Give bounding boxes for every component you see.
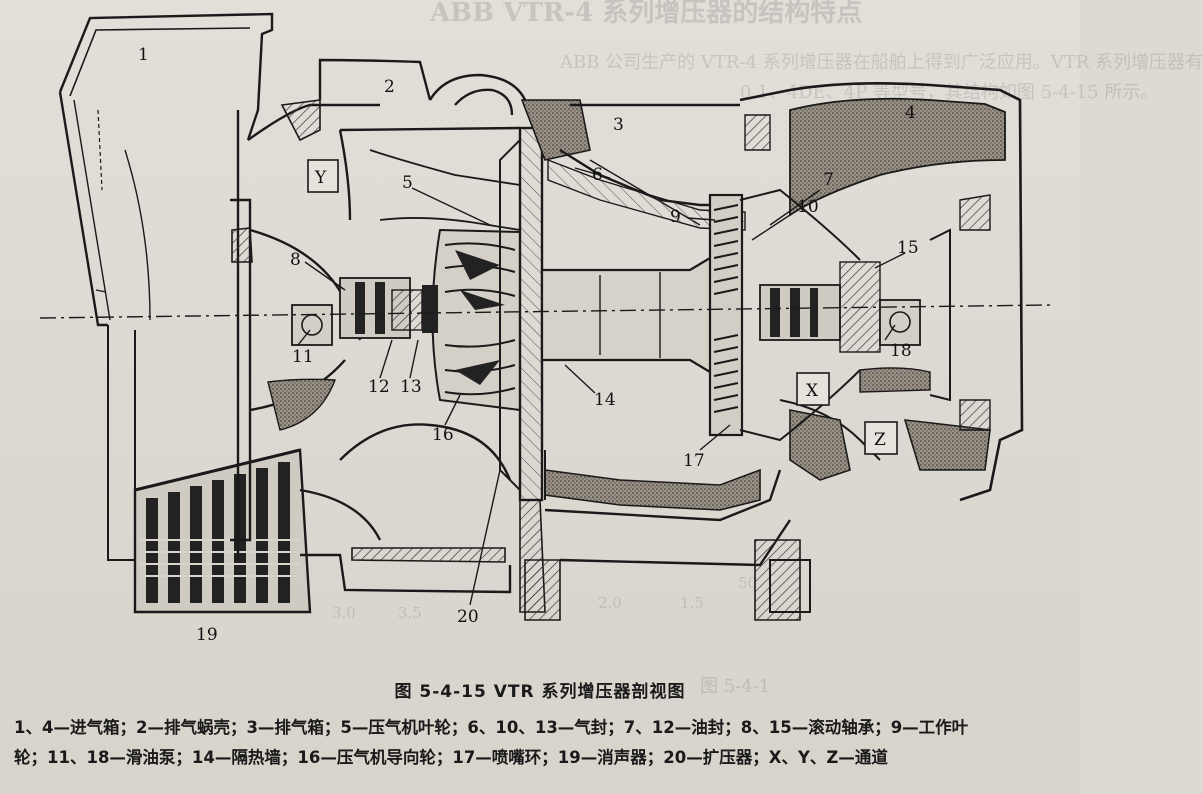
channel-z: Z (864, 421, 898, 455)
label-11: 11 (292, 347, 314, 367)
insulation-wall-14 (544, 450, 761, 511)
label-10: 10 (797, 197, 819, 217)
channel-x: X (796, 372, 830, 406)
channel-x-label: X (806, 381, 819, 401)
rotor-centerline (39, 304, 1051, 319)
turbine-disc (499, 99, 591, 502)
label-17: 17 (683, 451, 705, 471)
figure-caption: 图 5-4-15 VTR 系列增压器剖视图 (394, 682, 686, 702)
label-6: 6 (592, 165, 603, 185)
label-3: 3 (613, 115, 624, 135)
compressor-wheel-5 (431, 228, 521, 412)
part-labels: 1 2 3 4 5 6 7 8 9 10 11 12 13 14 15 16 1… (138, 45, 919, 645)
legend-line-2: 轮；11、18—滑油泵；14—隔热墙；16—压气机导向轮；17—喷嘴环；19—消… (14, 748, 888, 767)
figure-legend: 1、4—进气箱；2—排气蜗壳；3—排气箱；5—压气机叶轮；6、10、13—气封；… (14, 713, 1064, 773)
oil-pump-11 (291, 304, 333, 346)
label-5: 5 (402, 173, 413, 193)
label-16: 16 (432, 425, 454, 445)
casing-walls-left (231, 99, 561, 621)
label-13: 13 (400, 377, 422, 397)
label-20: 20 (457, 607, 479, 627)
legend-line-1: 1、4—进气箱；2—排气蜗壳；3—排气箱；5—压气机叶轮；6、10、13—气封；… (14, 718, 969, 737)
oil-sump-left (267, 378, 336, 431)
label-12: 12 (368, 377, 390, 397)
turbocharger-cross-section: 1 2 3 4 5 6 7 8 9 10 11 12 13 14 15 16 1… (39, 12, 1051, 645)
turbine-blades-9 (708, 193, 744, 437)
bearing-8 (339, 277, 438, 339)
silencer-19 (133, 330, 312, 614)
exhaust-volute-2 (318, 58, 530, 231)
intake-box-1 (58, 12, 274, 561)
label-8: 8 (290, 250, 301, 270)
channel-z-label: Z (874, 430, 886, 450)
insulation-top (547, 158, 746, 231)
label-9: 9 (670, 207, 681, 227)
channel-y: Y (307, 159, 339, 193)
intake-box-4 (739, 82, 1024, 502)
channel-y-label: Y (314, 168, 327, 188)
leader-lines (297, 167, 906, 606)
label-19: 19 (196, 625, 218, 645)
label-4: 4 (905, 103, 916, 123)
support-foot-right (754, 539, 811, 621)
label-15: 15 (897, 238, 919, 258)
label-18: 18 (890, 341, 912, 361)
label-14: 14 (594, 390, 616, 410)
label-7: 7 (823, 170, 834, 190)
label-1: 1 (138, 45, 149, 65)
label-2: 2 (384, 77, 395, 97)
